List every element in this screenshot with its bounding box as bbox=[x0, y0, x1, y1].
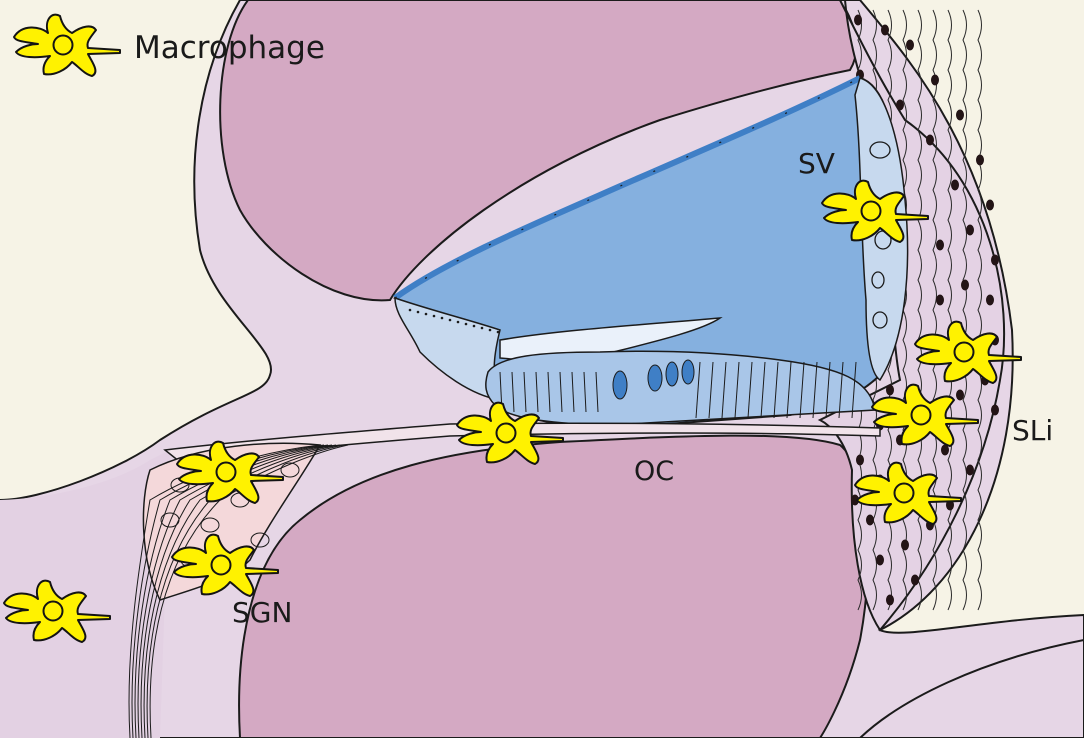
label-sgn: SGN bbox=[232, 596, 292, 629]
upper-scala-bone bbox=[219, 0, 858, 302]
label-sli: SLi bbox=[1012, 414, 1053, 447]
basilar-membrane bbox=[163, 422, 881, 463]
nerve-fibers bbox=[128, 444, 349, 738]
label-oc: OC bbox=[634, 456, 674, 487]
legend-label: Macrophage bbox=[134, 30, 325, 66]
label-sv: SV bbox=[798, 147, 835, 180]
